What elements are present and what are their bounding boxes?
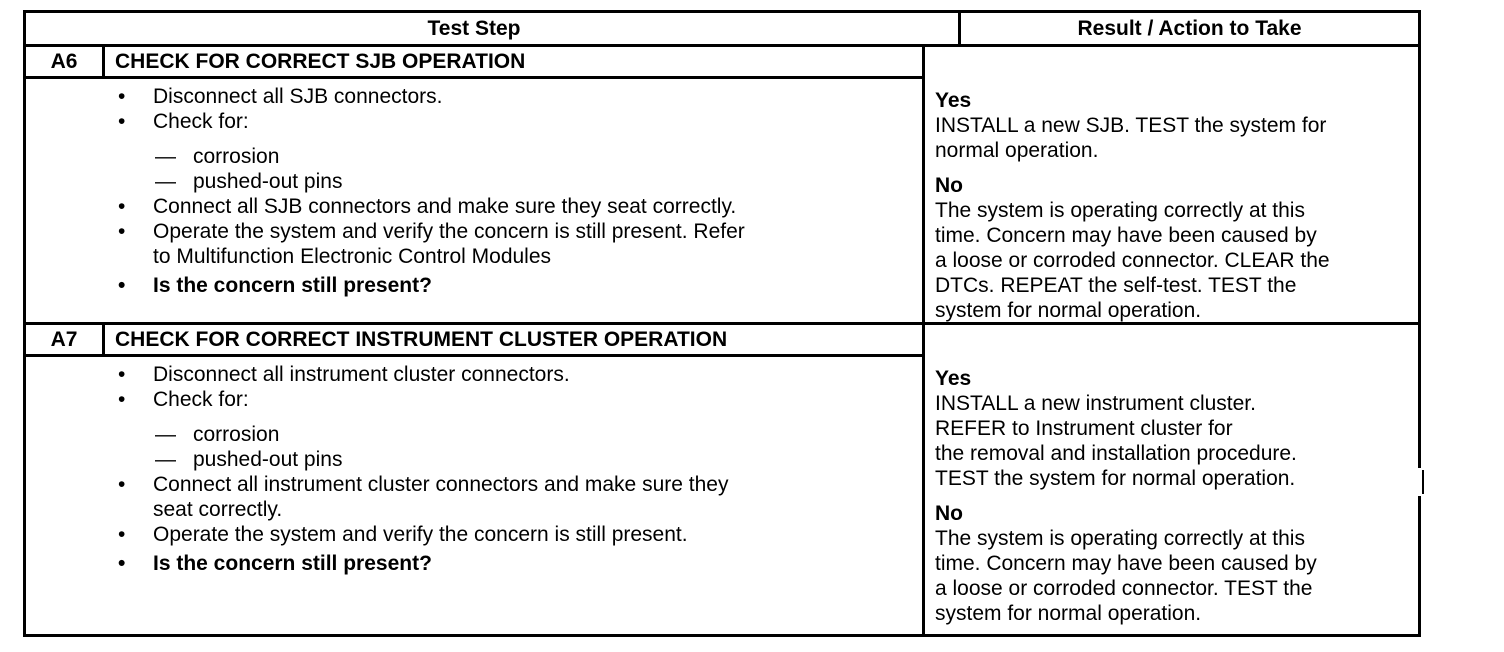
- step-item: • Operate the system and verify the conce…: [26, 219, 922, 269]
- step-item: • Disconnect all instrument cluster conne…: [26, 362, 922, 387]
- step-item: • Check for:: [26, 109, 922, 134]
- test-row-a7: A7 CHECK FOR CORRECT INSTRUMENT CLUSTER …: [26, 325, 1418, 634]
- bullet-marker-icon: •: [118, 195, 126, 218]
- step-text: Check for:: [153, 388, 249, 411]
- test-step-cell-a6: A6 CHECK FOR CORRECT SJB OPERATION • Disc…: [26, 47, 925, 322]
- step-item: • Operate the system and verify the conce…: [26, 522, 922, 547]
- step-text: Is the concern still present?: [153, 552, 432, 575]
- step-title-row-a7: A7 CHECK FOR CORRECT INSTRUMENT CLUSTER …: [26, 325, 922, 357]
- step-id-a7: A7: [26, 325, 105, 354]
- bullet-marker-icon: •: [118, 363, 126, 386]
- step-item: — pushed-out pins: [26, 169, 922, 194]
- column-header-result-action: Result / Action to Take: [1077, 16, 1302, 40]
- table-header-row: Test Step Result / Action to Take: [26, 13, 1418, 47]
- result-action-cell-a7: Yes INSTALL a new instrument cluster. RE…: [925, 325, 1418, 634]
- step-title-a6: CHECK FOR CORRECT SJB OPERATION: [115, 49, 526, 73]
- step-item: — pushed-out pins: [26, 447, 922, 472]
- step-title-row-a6: A6 CHECK FOR CORRECT SJB OPERATION: [26, 47, 922, 79]
- step-item: • Is the concern still present?: [26, 273, 922, 298]
- step-text: corrosion: [193, 145, 280, 168]
- step-text: Is the concern still present?: [153, 274, 432, 297]
- step-text: Connect all instrument cluster connector…: [153, 473, 729, 521]
- bullet-marker-icon: •: [118, 110, 126, 133]
- step-text: pushed-out pins: [193, 170, 343, 193]
- step-text: corrosion: [193, 423, 280, 446]
- dash-marker-icon: —: [155, 145, 176, 168]
- column-header-test-step: Test Step: [26, 13, 961, 44]
- step-instructions-a6: • Disconnect all SJB connectors. • Check fo…: [26, 79, 922, 322]
- step-item: • Connect all SJB connectors and make sur…: [26, 194, 922, 219]
- pinpoint-test-table: Test Step Result / Action to Take A6 CHE…: [23, 10, 1421, 637]
- no-action-a7: The system is operating correctly at thi…: [935, 527, 1317, 625]
- yes-action-a7: INSTALL a new instrument cluster. REFER …: [935, 392, 1297, 490]
- step-item: • Connect all instrument cluster connecto…: [26, 472, 922, 522]
- test-row-a6: A6 CHECK FOR CORRECT SJB OPERATION • Disc…: [26, 47, 1418, 325]
- step-instructions-a7: • Disconnect all instrument cluster conne…: [26, 357, 922, 634]
- step-text: pushed-out pins: [193, 448, 343, 471]
- step-text: Disconnect all SJB connectors.: [153, 85, 443, 108]
- bullet-marker-icon: •: [118, 552, 126, 575]
- step-item: • Disconnect all SJB connectors.: [26, 84, 922, 109]
- step-text: Disconnect all instrument cluster connec…: [153, 363, 570, 386]
- dash-marker-icon: —: [155, 170, 176, 193]
- step-text: Check for:: [153, 110, 249, 133]
- step-item: — corrosion: [26, 144, 922, 169]
- bullet-marker-icon: •: [118, 220, 126, 243]
- step-id-a6: A6: [26, 47, 105, 76]
- step-text: Operate the system and verify the concer…: [153, 220, 745, 268]
- no-action-a6: The system is operating correctly at thi…: [935, 199, 1330, 322]
- bullet-marker-icon: •: [118, 523, 126, 546]
- bullet-marker-icon: •: [118, 473, 126, 496]
- no-label-a7: No: [935, 502, 963, 525]
- dash-marker-icon: —: [155, 423, 176, 446]
- no-label-a6: No: [935, 174, 963, 197]
- step-item: • Is the concern still present?: [26, 551, 922, 576]
- bullet-marker-icon: •: [118, 274, 126, 297]
- step-text: Operate the system and verify the concer…: [153, 523, 688, 546]
- step-title-a7: CHECK FOR CORRECT INSTRUMENT CLUSTER OPE…: [115, 327, 728, 351]
- step-item: — corrosion: [26, 422, 922, 447]
- bullet-marker-icon: •: [118, 388, 126, 411]
- bullet-marker-icon: •: [118, 85, 126, 108]
- test-step-cell-a7: A7 CHECK FOR CORRECT INSTRUMENT CLUSTER …: [26, 325, 925, 634]
- yes-action-a6: INSTALL a new SJB. TEST the system for n…: [935, 114, 1327, 162]
- yes-label-a6: Yes: [935, 89, 972, 112]
- step-item: • Check for:: [26, 387, 922, 412]
- dash-marker-icon: —: [155, 448, 176, 471]
- step-text: Connect all SJB connectors and make sure…: [153, 195, 737, 218]
- scan-artifact-mark: [1417, 468, 1424, 496]
- yes-label-a7: Yes: [935, 367, 972, 390]
- result-action-cell-a6: Yes INSTALL a new SJB. TEST the system f…: [925, 47, 1418, 322]
